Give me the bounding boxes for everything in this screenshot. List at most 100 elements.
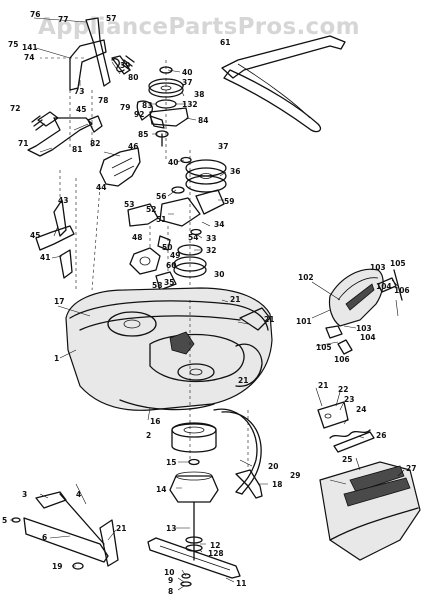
callout-17: 17 — [54, 297, 64, 306]
callout-32: 32 — [206, 246, 216, 255]
callout-80: 80 — [128, 73, 138, 82]
callout-103-bottom: 103 — [356, 324, 372, 333]
callout-103-top: 103 — [370, 263, 386, 272]
belt-removal-tool — [221, 35, 346, 133]
callout-22: 22 — [338, 385, 348, 394]
callout-29: 29 — [290, 471, 300, 480]
callout-48: 48 — [132, 233, 142, 242]
callout-37-mid: 37 — [218, 142, 228, 151]
callout-57: 57 — [106, 14, 116, 23]
callout-101: 101 — [296, 317, 312, 326]
callout-13: 13 — [166, 524, 176, 533]
callout-45-mid: 45 — [30, 231, 40, 240]
callout-76: 76 — [30, 10, 40, 19]
callout-21-e: 21 — [116, 524, 126, 533]
callout-2: 2 — [146, 431, 151, 440]
discharge-chute-lower — [319, 461, 421, 561]
callout-21-a: 21 — [230, 295, 240, 304]
callout-51: 51 — [156, 215, 166, 224]
right-rod — [235, 410, 263, 499]
callout-1: 1 — [54, 354, 59, 363]
callout-53: 53 — [124, 200, 134, 209]
callout-74: 74 — [24, 53, 34, 62]
callout-24: 24 — [356, 405, 366, 414]
callout-106-top: 106 — [394, 286, 410, 295]
center-pulley-stack — [159, 150, 227, 300]
callout-82: 82 — [90, 139, 100, 148]
callout-77: 77 — [58, 15, 68, 24]
callout-19: 19 — [52, 562, 62, 571]
callout-38: 38 — [194, 90, 204, 99]
callout-52: 52 — [146, 205, 156, 214]
callout-18: 18 — [272, 480, 282, 489]
callout-45-top: 45 — [76, 105, 86, 114]
callout-81: 81 — [72, 145, 82, 154]
chute-bracket — [317, 401, 375, 453]
discharge-chute — [325, 268, 403, 355]
discharge-opening — [235, 343, 263, 387]
lift-linkage — [27, 17, 165, 292]
callout-15: 15 — [166, 458, 176, 467]
callout-41: 41 — [40, 253, 50, 262]
mower-blade — [147, 537, 241, 587]
drive-belt — [213, 408, 262, 495]
callout-20: 20 — [268, 462, 278, 471]
callout-128: 128 — [208, 549, 224, 558]
leader-lines — [10, 17, 405, 591]
callout-labels: 76 77 57 75 141 74 73 40 37 38 80 78 79 … — [2, 10, 416, 596]
callout-33: 33 — [206, 234, 216, 243]
callout-105-bottom: 105 — [316, 343, 332, 352]
callout-6: 6 — [42, 533, 47, 542]
callout-44: 44 — [96, 183, 106, 192]
mower-deck — [65, 287, 273, 460]
callout-72: 72 — [10, 104, 20, 113]
callout-5: 5 — [2, 516, 7, 525]
callout-27: 27 — [406, 464, 416, 473]
callout-25: 25 — [342, 455, 352, 464]
callout-37-top: 37 — [182, 78, 192, 87]
callout-59: 59 — [224, 197, 234, 206]
callout-49: 49 — [170, 251, 180, 260]
callout-11: 11 — [236, 579, 246, 588]
callout-132: 132 — [182, 100, 198, 109]
callout-9: 9 — [168, 576, 173, 585]
callout-14: 14 — [156, 485, 166, 494]
callout-54: 54 — [188, 233, 198, 242]
callout-50: 50 — [162, 243, 172, 252]
callout-61: 61 — [220, 38, 230, 47]
callout-56: 56 — [156, 192, 166, 201]
callout-104-bottom: 104 — [360, 333, 376, 342]
callout-10: 10 — [164, 568, 174, 577]
callout-40-top: 40 — [182, 68, 192, 77]
callout-21-d: 21 — [318, 381, 328, 390]
callout-79: 79 — [120, 103, 130, 112]
callout-71: 71 — [18, 139, 28, 148]
callout-36: 36 — [230, 167, 240, 176]
callout-85: 85 — [138, 130, 148, 139]
callout-43: 43 — [58, 196, 68, 205]
blade-spindle — [169, 422, 219, 561]
callout-23: 23 — [344, 395, 354, 404]
callout-21-c: 21 — [238, 376, 248, 385]
callout-3: 3 — [22, 490, 27, 499]
callout-39: 39 — [120, 61, 130, 70]
callout-78: 78 — [98, 96, 108, 105]
callout-141: 141 — [22, 43, 38, 52]
callout-12: 12 — [210, 541, 220, 550]
callout-73: 73 — [74, 87, 84, 96]
front-lift-bracket — [11, 491, 119, 570]
callout-4: 4 — [76, 490, 81, 499]
callout-105-top: 105 — [390, 259, 406, 268]
callout-35: 35 — [164, 278, 174, 287]
callout-106-bottom: 106 — [334, 355, 350, 364]
callout-8: 8 — [168, 587, 173, 596]
callout-16: 16 — [150, 417, 160, 426]
callout-92: 92 — [134, 110, 144, 119]
callout-58: 58 — [152, 281, 162, 290]
brake-bracket — [127, 203, 177, 291]
callout-40-mid: 40 — [168, 158, 178, 167]
callout-102: 102 — [298, 273, 314, 282]
callout-60: 60 — [166, 261, 176, 270]
callout-21-b: 21 — [264, 315, 274, 324]
